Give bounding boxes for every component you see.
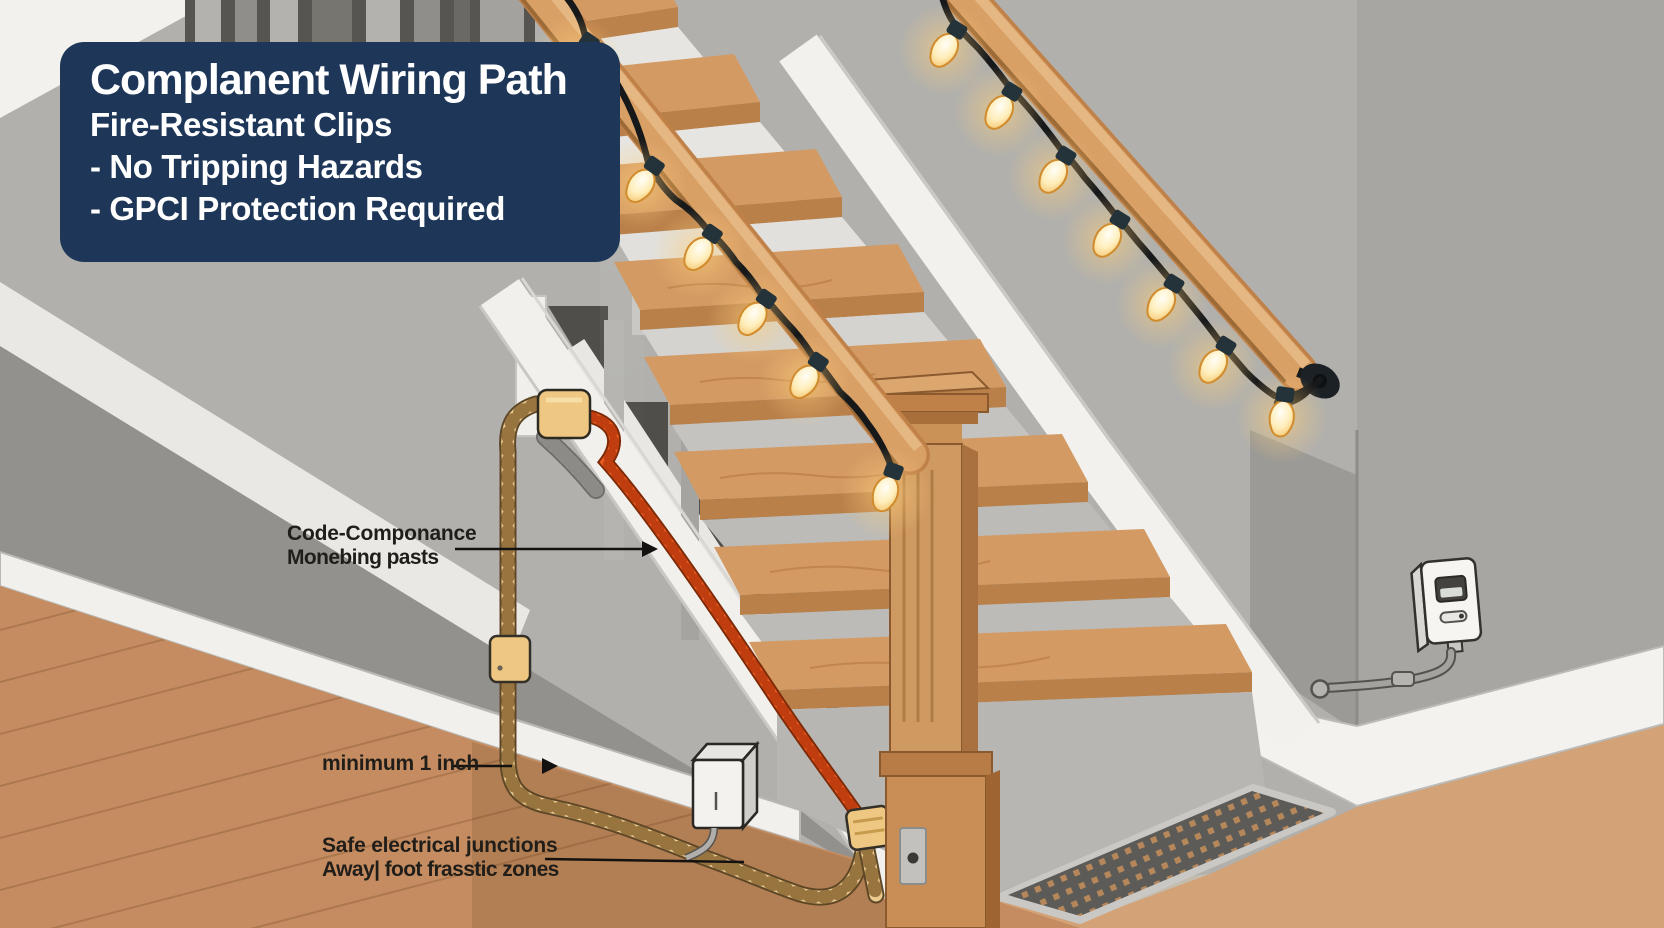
label-clearance-text: minimum 1 inch xyxy=(322,752,480,775)
wall-corner-shading xyxy=(1250,430,1357,732)
mounting-arrow-head xyxy=(642,541,658,557)
junction-box xyxy=(684,740,760,862)
rope-extension-cord xyxy=(499,395,885,906)
fire-resistant-clip xyxy=(488,634,532,684)
button-plate xyxy=(899,827,927,885)
clearance-pointer-triangle xyxy=(542,758,558,774)
label-clearance: minimum 1 inch xyxy=(322,752,479,776)
device-button[interactable] xyxy=(1439,610,1468,624)
upper-balustrade-slats xyxy=(185,0,535,48)
doormat xyxy=(996,784,1336,924)
flexible-conduit-sleeve xyxy=(536,428,605,499)
understair-floor-shadow xyxy=(472,742,918,928)
conduit-coupling xyxy=(1391,671,1415,687)
wiring-run xyxy=(488,388,893,906)
callout-item: - GPCI Protection Required xyxy=(90,189,505,227)
right-wall-face xyxy=(1357,0,1664,745)
conduit-end-cap xyxy=(1310,679,1330,699)
callout-item: Fire-Resistant Clips xyxy=(90,106,392,144)
callout-title: Complanent Wiring Path xyxy=(90,56,568,104)
callout-box: Complanent Wiring Path Fire-Resistant Cl… xyxy=(60,42,620,262)
junctions-pointer-line xyxy=(544,857,745,864)
label-mounting: Code-Componance Monebing pasts xyxy=(287,522,477,569)
label-junctions: Safe electrical junctions Away| foot fra… xyxy=(322,834,559,881)
annotation-arrows xyxy=(452,541,745,864)
wall-diagonal-trim xyxy=(0,282,530,660)
label-mounting-line1: Code-Componance xyxy=(287,522,477,545)
orange-cable xyxy=(581,409,863,819)
label-junctions-line1: Safe electrical junctions xyxy=(322,834,558,857)
callout-item: - No Tripping Hazards xyxy=(90,148,423,186)
label-mounting-line2: Monebing pasts xyxy=(287,545,439,569)
label-junctions-line2: Away| foot frasstic zones xyxy=(322,857,559,881)
cable-connector xyxy=(536,388,592,440)
device-conduit xyxy=(1310,647,1457,699)
gfci-timer-device xyxy=(1410,557,1483,654)
understair-wall xyxy=(0,346,918,905)
